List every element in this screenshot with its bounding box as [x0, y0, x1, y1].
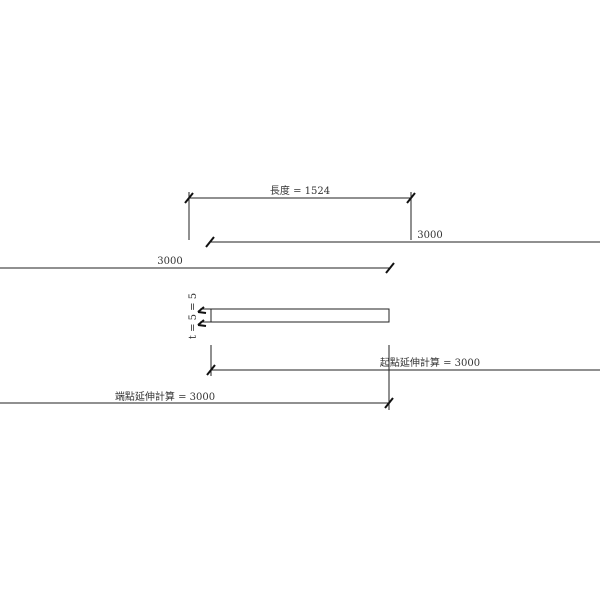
start-extension-label: 起點延伸計算 = 3000: [380, 356, 480, 369]
thickness-label: t = 5 = 5: [188, 293, 199, 339]
upper-left-dimension[interactable]: 3000: [0, 256, 395, 274]
end-extension-dimension[interactable]: 端點延伸計算 = 3000: [0, 345, 394, 410]
length-label: 長度 = 1524: [270, 184, 330, 197]
end-extension-label: 端點延伸計算 = 3000: [115, 390, 215, 403]
upper-right-dimension[interactable]: 3000: [205, 230, 600, 248]
arrow-icon: [197, 306, 207, 314]
upper-left-value: 3000: [157, 256, 182, 267]
arrow-icon: [197, 319, 207, 327]
upper-right-value: 3000: [417, 230, 442, 241]
length-dimension[interactable]: 長度 = 1524: [184, 184, 416, 240]
member-rectangle[interactable]: t = 5 = 5: [188, 293, 390, 339]
start-extension-dimension[interactable]: 起點延伸計算 = 3000: [206, 345, 600, 376]
